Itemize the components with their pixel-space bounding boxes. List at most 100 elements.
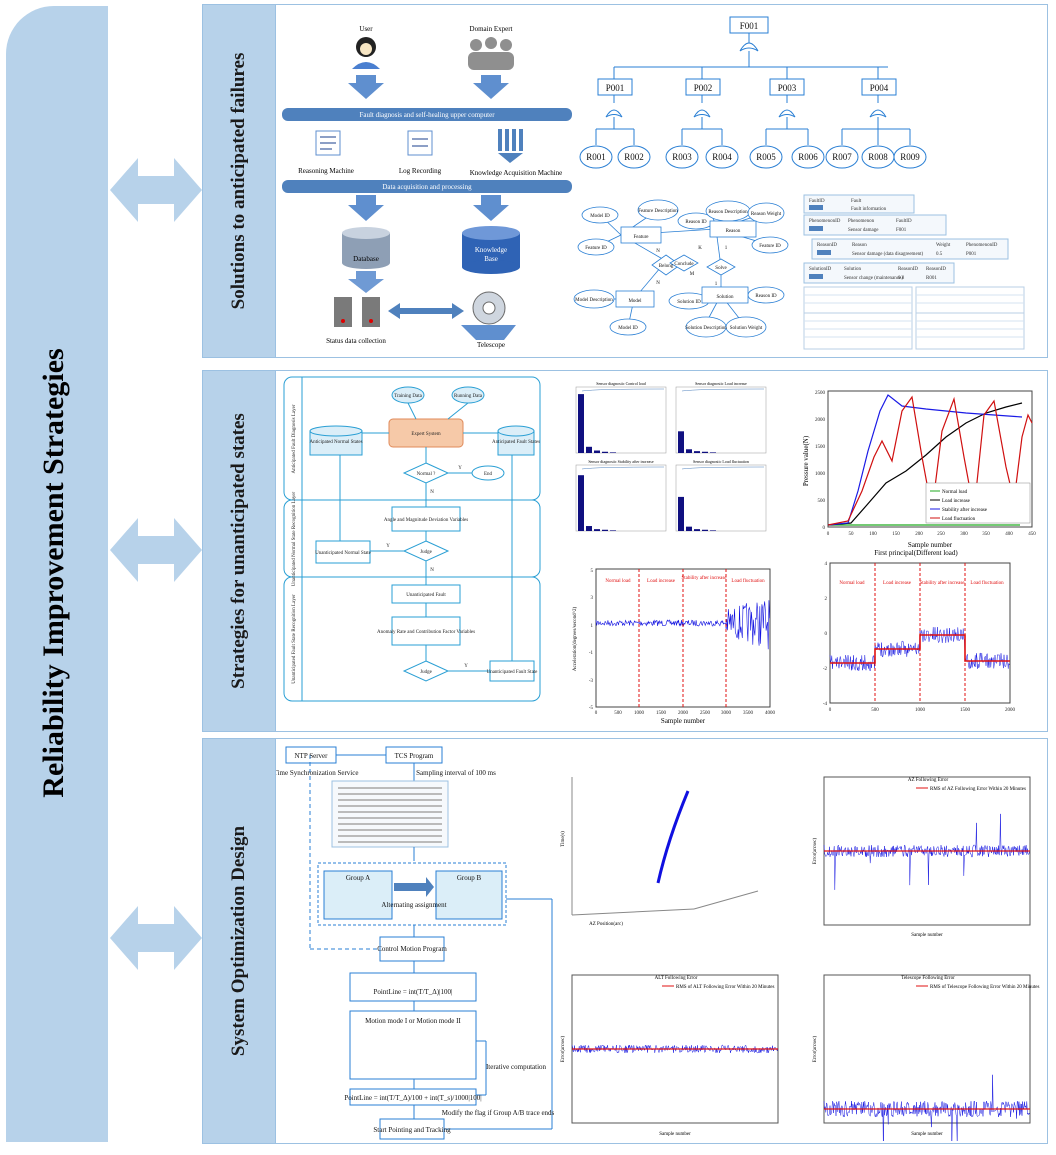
main-title: Reliability Improvement Strategies (37, 73, 77, 1073)
expert-group-icon (468, 37, 514, 70)
svg-text:Pressure value(N): Pressure value(N) (802, 435, 810, 486)
svg-text:Log Recording: Log Recording (399, 167, 442, 175)
er-attribute: Solution Weight (730, 326, 763, 331)
histogram-bar (710, 452, 716, 453)
svg-text:Judge: Judge (420, 550, 432, 555)
svg-text:ReasonID: ReasonID (926, 267, 946, 272)
svg-text:1500: 1500 (815, 445, 826, 450)
histogram-bar (610, 530, 616, 531)
tree-root-label: F001 (740, 21, 759, 31)
telescope-icon (461, 292, 516, 340)
svg-text:2000: 2000 (1005, 708, 1016, 713)
svg-text:Knowledge: Knowledge (475, 246, 507, 254)
svg-text:Weight: Weight (936, 243, 951, 248)
svg-text:Status data collection: Status data collection (326, 337, 386, 345)
tcs-program-label: TCS Program (395, 752, 434, 760)
svg-text:2000: 2000 (815, 418, 826, 423)
svg-text:Load fluctuation: Load fluctuation (942, 517, 976, 522)
svg-text:Phenomenon: Phenomenon (848, 219, 875, 224)
svg-text:50: 50 (849, 532, 855, 537)
svg-text:Modify the flag if Group A/B t: Modify the flag if Group A/B trace ends (442, 1109, 555, 1117)
svg-text:500: 500 (818, 499, 826, 504)
svg-text:Time(s): Time(s) (561, 831, 566, 847)
histogram-frame (576, 465, 666, 531)
svg-text:Iterative computation: Iterative computation (486, 1063, 547, 1071)
histogram-bar (578, 475, 584, 531)
svg-text:Sample number: Sample number (911, 933, 943, 938)
svg-text:1500: 1500 (960, 708, 971, 713)
az-following-error-chart: AZ Following Error RMS of AZ Following E… (813, 777, 1030, 938)
histogram-bar (610, 452, 616, 453)
svg-text:Unanticipated Fault State: Unanticipated Fault State (487, 670, 539, 675)
svg-text:1000: 1000 (815, 472, 826, 477)
svg-text:2500: 2500 (700, 711, 711, 716)
er-relation: Belong (659, 264, 674, 269)
svg-text:Stability after increase: Stability after increase (682, 576, 728, 581)
er-cardinality: N (656, 281, 660, 286)
er-entity: Model (628, 299, 642, 304)
tree-leaf: R009 (900, 152, 920, 162)
svg-text:3000: 3000 (721, 711, 732, 716)
double-arrow-icon (110, 898, 202, 978)
pressure-chart: Pressure value(N) Sample number 0 500 10… (802, 391, 1036, 549)
svg-text:Judge: Judge (420, 670, 432, 675)
svg-text:Sample number: Sample number (659, 1132, 691, 1137)
svg-text:Anticipated Fault States: Anticipated Fault States (492, 440, 540, 445)
svg-text:Anomaly Rate and Contribution: Anomaly Rate and Contribution Factor Var… (377, 630, 475, 635)
tree-node: P001 (606, 83, 625, 93)
svg-text:PointLine = int(T/T_Δ)/100 + i: PointLine = int(T/T_Δ)/100 + int(T_s)/10… (344, 1094, 481, 1102)
architecture-diagram: User Domain Expert Fault diagnosis and s… (282, 25, 572, 349)
svg-text:P001: P001 (966, 252, 977, 257)
svg-text:-1: -1 (589, 651, 594, 656)
svg-text:N: N (430, 568, 434, 573)
svg-text:Knowledge Acquisition Machine: Knowledge Acquisition Machine (470, 169, 563, 177)
svg-text:500: 500 (614, 711, 622, 716)
histogram-bar (686, 527, 692, 531)
svg-text:Load increase: Load increase (647, 579, 676, 584)
svg-text:300: 300 (960, 532, 968, 537)
svg-text:2: 2 (825, 597, 828, 602)
histogram-bar (594, 529, 600, 531)
tree-node: P002 (694, 83, 713, 93)
svg-text:Load increase: Load increase (883, 581, 912, 586)
er-attribute: Solution Description (685, 326, 727, 331)
er-entity: Reason (726, 229, 741, 234)
svg-text:0: 0 (825, 632, 828, 637)
histogram-bar (678, 497, 684, 531)
panel-unanticipated-states: Strategies for unanticipated states (202, 370, 1048, 732)
histogram-grid: Sensor diagnostic Control loadSensor dia… (576, 381, 766, 531)
svg-text:1: 1 (591, 624, 594, 629)
svg-text:250: 250 (937, 532, 945, 537)
svg-text:FaultID: FaultID (896, 219, 912, 224)
tree-node: P003 (778, 83, 797, 93)
svg-text:450: 450 (1028, 532, 1036, 537)
er-cardinality: K (698, 246, 702, 251)
svg-text:ReasonID: ReasonID (817, 243, 837, 248)
svg-text:N: N (430, 490, 434, 495)
er-cardinality: 1 (715, 282, 718, 287)
svg-text:AZ Position(arc): AZ Position(arc) (589, 922, 623, 927)
tree-node: P004 (870, 83, 889, 93)
svg-text:End: End (484, 472, 493, 477)
svg-text:Normal load: Normal load (605, 579, 631, 584)
svg-text:AZ Following Error: AZ Following Error (908, 778, 949, 783)
panel-title: Strategies for unanticipated states (228, 351, 250, 751)
telescope-following-error-chart: Telescope Following Error RMS of Telesco… (813, 975, 1039, 1141)
tree-leaf: R002 (624, 152, 644, 162)
svg-text:200: 200 (915, 532, 923, 537)
panel-title: Solutions to anticipated failures (228, 0, 250, 381)
panel-system-optimization: System Optimization Design (202, 738, 1048, 1144)
log-icon (408, 131, 432, 155)
panel1-figure: User Domain Expert Fault diagnosis and s… (276, 5, 1046, 355)
tree-leaf: R003 (672, 152, 692, 162)
svg-text:F001: F001 (896, 228, 907, 233)
svg-text:SolutionID: SolutionID (809, 267, 832, 272)
svg-text:0: 0 (829, 708, 832, 713)
svg-text:-3: -3 (589, 679, 594, 684)
svg-text:0.5: 0.5 (936, 252, 943, 257)
histogram-bar (594, 451, 600, 453)
er-attribute: Solution ID (677, 300, 701, 305)
tree-leaf: R004 (712, 152, 732, 162)
alt-following-error-chart: ALT Following Error RMS of ALT Following… (561, 975, 778, 1137)
svg-text:Data acquisition and processin: Data acquisition and processing (382, 183, 472, 191)
